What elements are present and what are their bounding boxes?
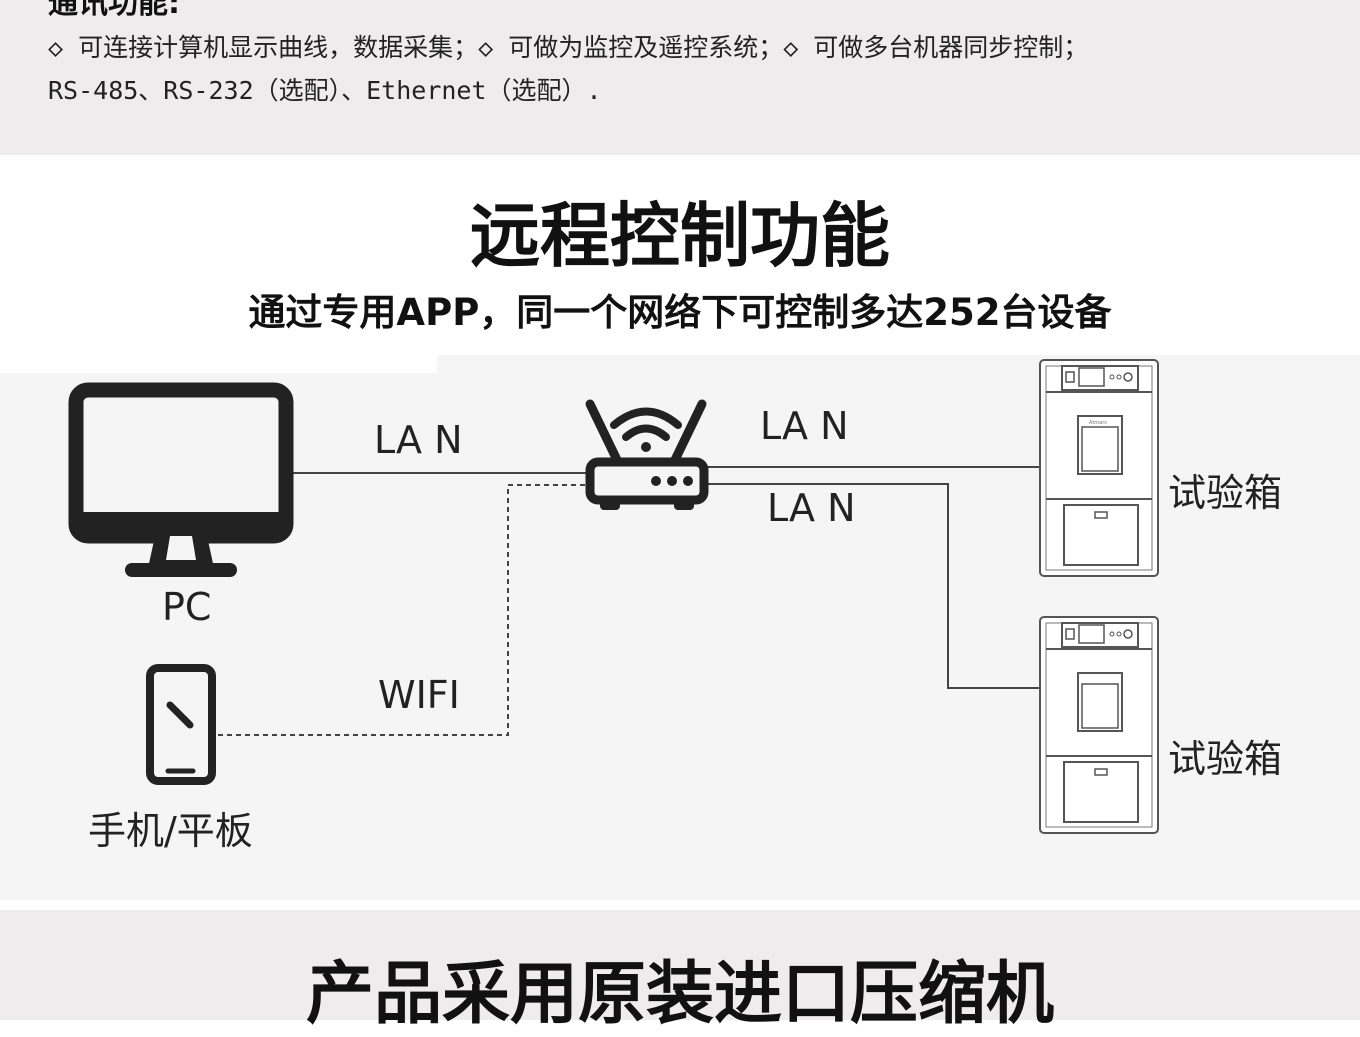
compressor-section xyxy=(0,910,1360,1020)
pc-label: PC xyxy=(162,585,212,629)
connection-lines xyxy=(218,466,1040,736)
remote-title: 远程控制功能 xyxy=(470,195,890,277)
lan-pc-label: LA N xyxy=(374,418,463,462)
brand-label: Atmars xyxy=(1089,420,1107,426)
test-chamber-icon xyxy=(1039,616,1159,834)
chamber-label-2: 试验箱 xyxy=(1168,737,1283,781)
features-line: ◇ 可连接计算机显示曲线，数据采集；◇ 可做为监控及遥控系统；◇ 可做多台机器同… xyxy=(48,33,1089,62)
diagram-notch xyxy=(0,355,437,373)
lan-bottom-label: LA N xyxy=(767,486,856,530)
interfaces-line: RS-485、RS-232（选配）、Ethernet（选配）. xyxy=(48,76,602,105)
remote-subtitle: 通过专用APP，同一个网络下可控制多达252台设备 xyxy=(248,291,1112,334)
router-icon xyxy=(585,399,709,510)
chamber-label-1: 试验箱 xyxy=(1168,471,1283,515)
pc-monitor-icon xyxy=(68,382,294,577)
wifi-label: WIFI xyxy=(378,673,460,717)
test-chamber-icon xyxy=(1039,359,1159,577)
communication-section xyxy=(0,0,1360,155)
phone-label: 手机/平板 xyxy=(88,809,253,853)
phone-icon xyxy=(146,664,216,785)
lan-top-label: LA N xyxy=(760,404,849,448)
section-heading: 通讯功能: xyxy=(48,0,180,21)
compressor-title: 产品采用原装进口压缩机 xyxy=(305,955,1054,1034)
